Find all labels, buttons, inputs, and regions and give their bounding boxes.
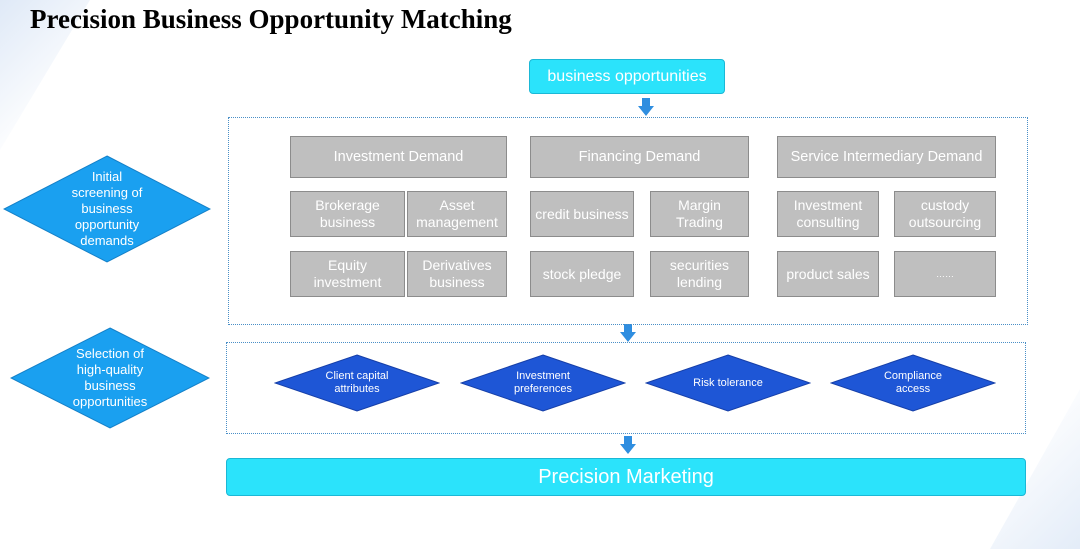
criterion-compliance-access[interactable]: Compliance access xyxy=(830,354,996,412)
arrow-down-icon xyxy=(620,436,636,454)
selection-diamond: Selection of high-quality business oppor… xyxy=(10,327,210,429)
item-equity-investment[interactable]: Equity investment xyxy=(290,251,405,297)
item-margin-trading[interactable]: Margin Trading xyxy=(650,191,749,237)
business-opportunities-node[interactable]: business opportunities xyxy=(529,59,725,94)
category-investment-demand[interactable]: Investment Demand xyxy=(290,136,507,178)
selection-label: Selection of high-quality business oppor… xyxy=(72,346,148,409)
item-custody-outsourcing[interactable]: custody outsourcing xyxy=(894,191,996,237)
item-securities-lending[interactable]: securities lending xyxy=(650,251,749,297)
category-service-intermediary-demand[interactable]: Service Intermediary Demand xyxy=(777,136,996,178)
item-asset-management[interactable]: Asset management xyxy=(407,191,507,237)
demand-categories-panel xyxy=(228,117,1028,325)
criterion-risk-tolerance[interactable]: Risk tolerance xyxy=(645,354,811,412)
precision-marketing-node[interactable]: Precision Marketing xyxy=(226,458,1026,496)
item-product-sales[interactable]: product sales xyxy=(777,251,879,297)
criteria-panel xyxy=(226,342,1026,434)
arrow-down-icon xyxy=(638,98,654,116)
page-title: Precision Business Opportunity Matching xyxy=(30,4,512,34)
item-credit-business[interactable]: credit business xyxy=(530,191,634,237)
item-brokerage-business[interactable]: Brokerage business xyxy=(290,191,405,237)
item-stock-pledge[interactable]: stock pledge xyxy=(530,251,634,297)
criterion-client-capital-attributes[interactable]: Client capital attributes xyxy=(274,354,440,412)
item-ellipsis[interactable]: …… xyxy=(894,251,996,297)
criterion-investment-preferences[interactable]: Investment preferences xyxy=(460,354,626,412)
item-derivatives-business[interactable]: Derivatives business xyxy=(407,251,507,297)
item-investment-consulting[interactable]: Investment consulting xyxy=(777,191,879,237)
arrow-down-icon xyxy=(620,324,636,342)
initial-screening-label: Initial screening of business opportunit… xyxy=(71,169,143,248)
initial-screening-diamond: Initial screening of business opportunit… xyxy=(3,155,211,263)
category-financing-demand[interactable]: Financing Demand xyxy=(530,136,749,178)
